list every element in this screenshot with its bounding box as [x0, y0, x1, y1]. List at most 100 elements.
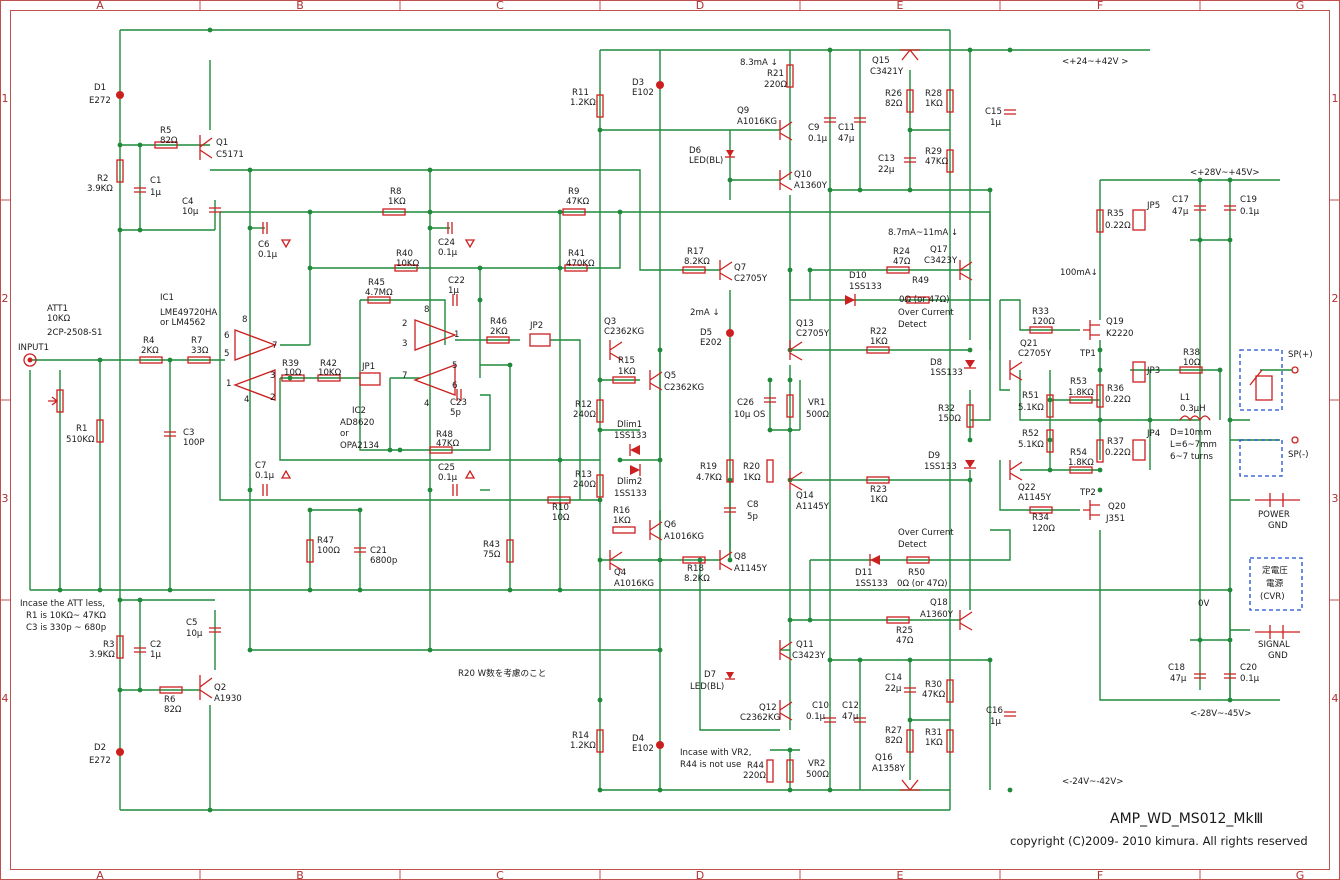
- value-c3: 100P: [183, 438, 205, 448]
- drawing-title: AMP_WD_MS012_MkⅢ: [1110, 811, 1263, 827]
- label-r15: R15: [618, 356, 635, 366]
- label-q17: Q17: [930, 245, 948, 255]
- value-c18: 47μ: [1170, 674, 1187, 684]
- svg-text:3: 3: [402, 339, 407, 349]
- label-q10: Q10: [794, 170, 812, 180]
- value-c24: 0.1μ: [438, 248, 458, 258]
- value-r21: 220Ω: [764, 80, 787, 90]
- label-q13: Q13: [796, 319, 814, 329]
- svg-text:7: 7: [272, 341, 277, 351]
- schematic-notes: INPUT1 ATT1 10KΩ 2CP-2508-S1 IC1 LME4972…: [18, 57, 1313, 787]
- ic2-part-1: AD8620: [340, 418, 374, 428]
- label-q20: Q20: [1108, 502, 1126, 512]
- label-r43: R43: [483, 540, 500, 550]
- label-r34: R34: [1032, 513, 1049, 523]
- cvr-label-1: 定電圧: [1262, 564, 1288, 576]
- label-r17: R17: [687, 247, 704, 257]
- input-jack[interactable]: [23, 353, 37, 367]
- vr2-note-1: Incase with VR2,: [680, 748, 751, 758]
- label-r11: R11: [572, 88, 589, 98]
- zone-col-f-bottom: F: [1097, 869, 1103, 880]
- value-r19: 4.7KΩ: [696, 473, 722, 483]
- label-c12: C12: [842, 701, 859, 711]
- opamp-symbols: [233, 319, 457, 401]
- label-c4: C4: [182, 197, 193, 207]
- value-r37: 0.22Ω: [1105, 448, 1131, 458]
- label-r41: R41: [568, 249, 585, 259]
- ic2-label: IC2: [352, 406, 366, 416]
- label-l1: L1: [1180, 393, 1190, 403]
- label-c14: C14: [885, 673, 902, 683]
- label-c20: C20: [1240, 663, 1257, 673]
- value-r3: 3.9KΩ: [89, 650, 115, 660]
- zone-col-c-bottom: C: [496, 869, 504, 880]
- zone-col-d-bottom: D: [696, 869, 704, 880]
- current-q9-note: 8.3mA ↓: [740, 58, 778, 68]
- value-r54: 1.8KΩ: [1068, 458, 1094, 468]
- label-r31: R31: [925, 728, 942, 738]
- label-c24: C24: [438, 238, 455, 248]
- value-d1: E272: [89, 96, 111, 106]
- zone-row-4-right: 4: [1332, 692, 1339, 705]
- label-q2: Q2: [214, 683, 226, 693]
- signal-gnd-2: GND: [1268, 651, 1288, 661]
- value-d4: E102: [632, 744, 654, 754]
- value-r20: 1KΩ: [743, 473, 761, 483]
- label-c3: C3: [183, 428, 194, 438]
- label-r36: R36: [1107, 384, 1124, 394]
- current-q19-note: 100mA↓: [1060, 268, 1098, 278]
- value-dlim1: 1SS133: [614, 431, 647, 441]
- value-r24: 47Ω: [893, 257, 911, 267]
- value-c11: 47μ: [838, 134, 855, 144]
- svg-text:6: 6: [452, 381, 457, 391]
- r20-note: R20 W数を考慮のこと: [458, 667, 546, 679]
- value-r28: 1KΩ: [925, 99, 943, 109]
- value-r26: 82Ω: [885, 99, 903, 109]
- label-r6: R6: [164, 695, 175, 705]
- value-q9: A1016KG: [737, 117, 777, 127]
- ic2-part-3: OPA2134: [340, 441, 379, 451]
- value-c4: 10μ: [182, 207, 199, 217]
- value-r6: 82Ω: [164, 705, 182, 715]
- label-r33: R33: [1032, 307, 1049, 317]
- value-r47: 100Ω: [317, 546, 340, 556]
- value-d9: 1SS133: [924, 462, 957, 472]
- label-dlim2: Dlim2: [617, 477, 642, 487]
- value-q22: A1145Y: [1018, 493, 1052, 503]
- label-r7: R7: [191, 336, 202, 346]
- label-r21: R21: [767, 69, 784, 79]
- diode-symbols: [629, 150, 976, 680]
- value-l1: 0.3μH: [1180, 404, 1206, 414]
- value-c2: 1μ: [150, 650, 161, 660]
- copyright-notice: copyright (C)2009- 2010 kimura. All righ…: [1010, 834, 1308, 848]
- label-tp1: TP1: [1079, 349, 1096, 359]
- value-q18: A1360Y: [920, 610, 954, 620]
- value-c13: 22μ: [878, 165, 895, 175]
- value-d7: LED(BL): [690, 682, 724, 692]
- value-r12: 240Ω: [573, 410, 596, 420]
- label-c10: C10: [812, 701, 829, 711]
- label-r53: R53: [1070, 377, 1087, 387]
- value-q16: A1358Y: [872, 764, 906, 774]
- label-r19: R19: [700, 462, 717, 472]
- value-c14: 22μ: [885, 684, 902, 694]
- value-r30: 47KΩ: [922, 690, 946, 700]
- value-r40: 10KΩ: [396, 259, 420, 269]
- value-c20: 0.1μ: [1240, 674, 1260, 684]
- value-q4: A1016KG: [614, 579, 654, 589]
- label-r26: R26: [885, 89, 902, 99]
- potentiometer-symbols: [48, 389, 794, 783]
- svg-text:4: 4: [244, 395, 249, 405]
- over-current-bottom-2: Detect: [898, 540, 927, 550]
- value-q7: C2705Y: [734, 274, 768, 284]
- label-r2: R2: [97, 174, 108, 184]
- label-r20: R20: [743, 462, 760, 472]
- value-r27: 82Ω: [885, 736, 903, 746]
- label-r14: R14: [572, 731, 589, 741]
- svg-text:6: 6: [224, 331, 229, 341]
- value-q19: K2220: [1106, 329, 1134, 339]
- sp-positive-label: SP(+): [1288, 350, 1313, 360]
- signal-gnd-1: SIGNAL: [1258, 640, 1290, 650]
- label-q21: Q21: [1020, 339, 1038, 349]
